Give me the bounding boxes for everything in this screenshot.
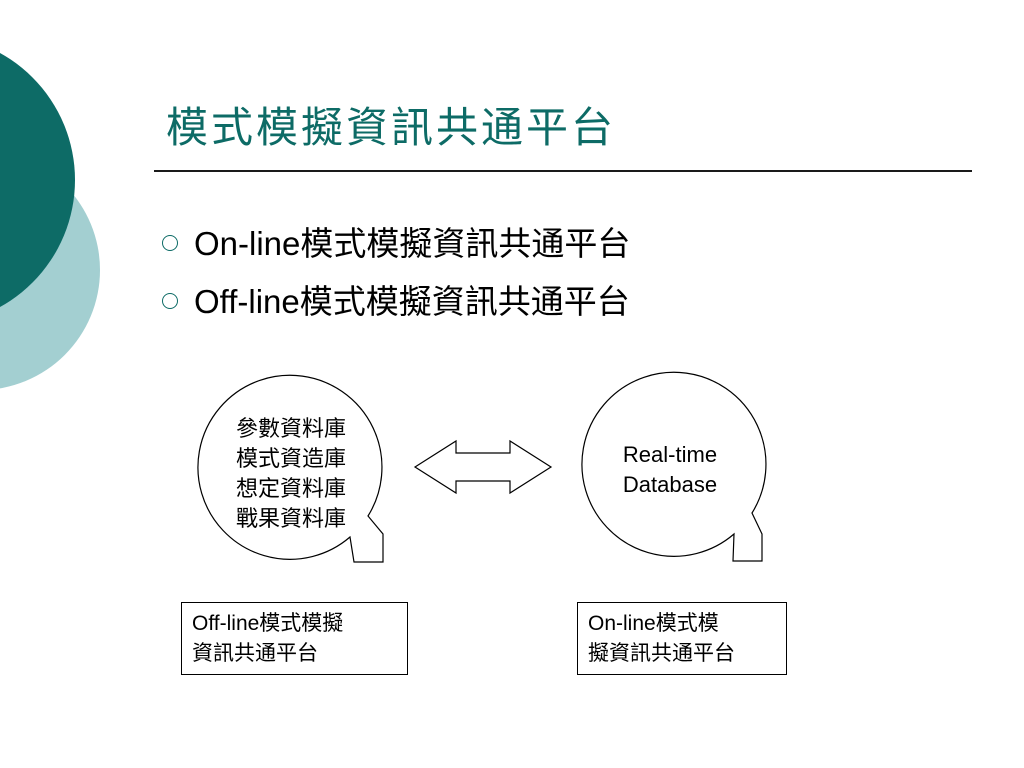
bubble-line: 參數資料庫 bbox=[235, 416, 346, 441]
hollow-circle-bullet-icon bbox=[162, 235, 178, 251]
bubble-line: Database bbox=[622, 472, 718, 497]
right-bubble-text: Real-time Database bbox=[590, 440, 750, 500]
bullet-text: Off-line模式模擬資訊共通平台 bbox=[194, 283, 630, 320]
bullet-list: On-line模式模擬資訊共通平台 Off-line模式模擬資訊共通平台 bbox=[162, 212, 630, 328]
left-bubble-text: 參數資料庫 模式資造庫 想定資料庫 戰果資料庫 bbox=[221, 414, 361, 534]
bubble-line: 想定資料庫 bbox=[235, 476, 346, 501]
bullet-item-offline: Off-line模式模擬資訊共通平台 bbox=[162, 270, 630, 328]
slide-title: 模式模擬資訊共通平台 bbox=[166, 103, 617, 152]
left-speech-bubble-shape bbox=[197, 374, 384, 563]
label-line: On-line模式模 bbox=[588, 612, 719, 635]
label-line: 資訊共通平台 bbox=[192, 642, 318, 665]
double-arrow-icon bbox=[413, 439, 553, 495]
decorative-circles bbox=[0, 53, 100, 389]
label-line: Off-line模式模擬 bbox=[192, 612, 344, 635]
dark-teal-circle bbox=[0, 53, 75, 307]
right-speech-bubble-shape bbox=[581, 371, 767, 562]
label-line: 擬資訊共通平台 bbox=[588, 642, 735, 665]
title-underline bbox=[154, 170, 972, 172]
online-platform-label: On-line模式模 擬資訊共通平台 bbox=[577, 602, 787, 675]
bubble-line: 模式資造庫 bbox=[235, 446, 346, 471]
bubble-line: 戰果資料庫 bbox=[235, 506, 346, 531]
hollow-circle-bullet-icon bbox=[162, 293, 178, 309]
bubble-line: Real-time bbox=[622, 442, 718, 467]
offline-platform-label: Off-line模式模擬 資訊共通平台 bbox=[181, 602, 408, 675]
bullet-text: On-line模式模擬資訊共通平台 bbox=[194, 225, 631, 262]
bullet-item-online: On-line模式模擬資訊共通平台 bbox=[162, 212, 630, 270]
